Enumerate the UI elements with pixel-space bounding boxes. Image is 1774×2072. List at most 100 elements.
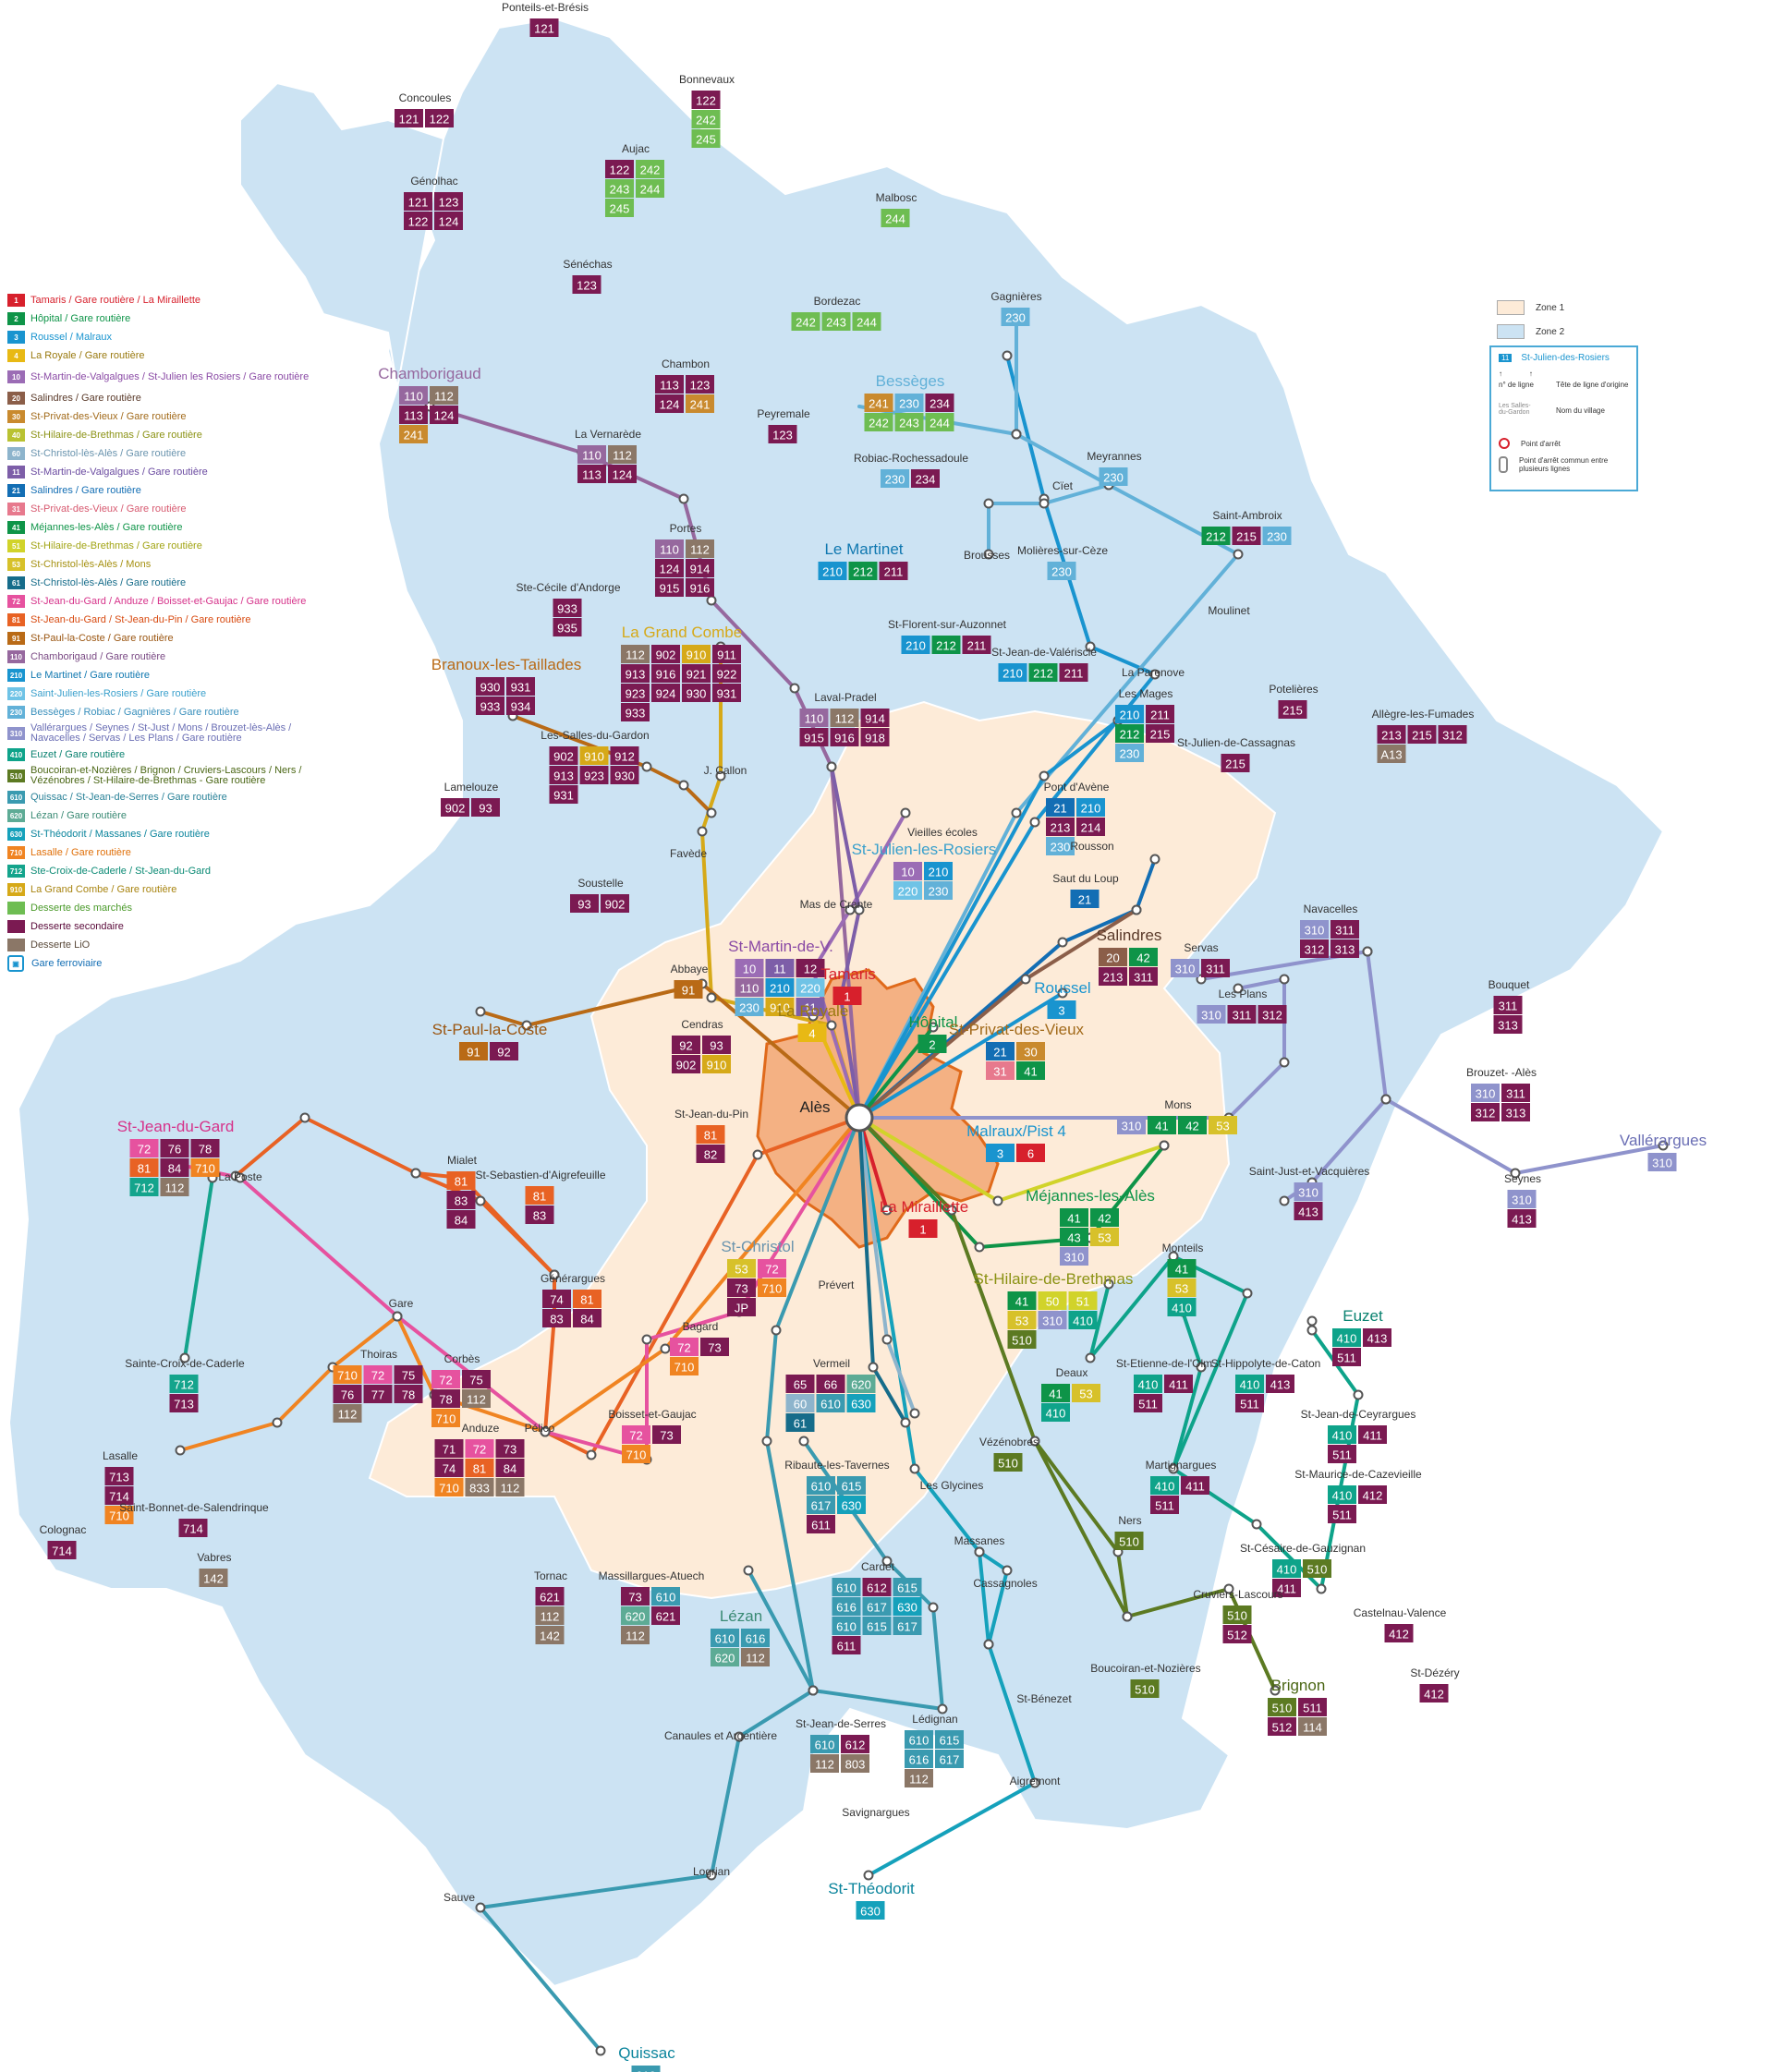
line-badge[interactable] [573,1290,601,1308]
line-badge[interactable] [1041,1384,1070,1402]
line-badge[interactable] [735,959,764,977]
line-badge[interactable] [535,1587,565,1605]
line-badge[interactable] [1046,818,1075,836]
line-badge[interactable] [925,394,954,412]
line-badge[interactable] [190,1158,220,1177]
line-badge[interactable] [682,684,711,702]
line-badge[interactable] [446,1191,476,1209]
line-badge[interactable] [506,697,535,715]
place-group[interactable]: St-Bénezet [1016,1692,1072,1705]
stop-point[interactable] [983,549,994,560]
line-badge[interactable] [686,559,714,577]
line-badge[interactable] [104,1486,134,1505]
line-badge[interactable] [860,709,890,727]
line-badge[interactable] [1007,1311,1037,1329]
line-badge[interactable] [1268,1698,1296,1716]
line-badge[interactable] [333,1385,362,1403]
line-badge[interactable] [712,645,741,663]
line-badge[interactable] [848,562,878,580]
line-badge[interactable] [636,160,664,178]
line-badge[interactable] [986,1144,1015,1162]
line-badge[interactable] [572,275,601,294]
stop-point[interactable] [1149,854,1160,865]
line-badge[interactable] [655,539,684,558]
line-badge[interactable] [810,1735,839,1753]
line-badge[interactable] [363,1365,393,1384]
stop-point[interactable] [1242,1288,1253,1299]
stop-point[interactable] [1168,1463,1179,1474]
line-badge[interactable] [1303,1559,1331,1578]
line-badge[interactable] [1221,754,1250,772]
line-badge[interactable] [431,1409,460,1427]
line-badge[interactable] [495,1459,525,1477]
line-badge[interactable] [434,1478,464,1496]
line-badge[interactable] [104,1506,134,1524]
line-badge[interactable] [621,703,650,721]
line-badge[interactable] [841,1754,869,1773]
line-badge[interactable] [702,1036,731,1054]
line-badge[interactable] [434,1439,464,1458]
line-badge[interactable] [727,1298,756,1316]
stop-point[interactable] [1039,770,1050,782]
line-badge[interactable] [785,1375,815,1393]
line-badge[interactable] [495,1439,525,1458]
stop-point[interactable] [641,761,652,772]
line-badge[interactable] [998,663,1027,682]
stop-point[interactable] [678,780,689,791]
line-badge[interactable] [1129,967,1158,986]
line-badge[interactable] [816,1375,845,1393]
line-badge[interactable] [816,1394,845,1412]
line-badge[interactable] [1060,1208,1088,1227]
line-badge[interactable] [1507,1209,1537,1228]
line-badge[interactable] [1268,1717,1296,1736]
line-badge[interactable] [160,1178,189,1196]
line-badge[interactable] [1493,996,1523,1014]
line-badge[interactable] [446,1210,476,1229]
line-badge[interactable] [893,1617,922,1635]
line-badge[interactable] [1041,1403,1070,1422]
stop-point[interactable] [881,1205,893,1216]
stop-point[interactable] [1279,1195,1290,1206]
stop-point[interactable] [771,1325,782,1336]
line-badge[interactable] [799,728,829,746]
line-badge[interactable] [1330,920,1359,939]
line-badge[interactable] [901,636,930,654]
line-badge[interactable] [622,1425,650,1444]
line-badge[interactable] [832,1617,861,1635]
line-badge[interactable] [837,1496,866,1514]
line-badge[interactable] [160,1139,189,1157]
stop-point[interactable] [900,807,911,818]
line-badge[interactable] [495,1478,525,1496]
line-badge[interactable] [1227,1005,1257,1024]
line-badge[interactable] [1377,745,1406,763]
line-badge[interactable] [682,645,711,663]
line-badge[interactable] [631,2066,661,2072]
line-badge[interactable] [621,684,650,702]
line-badge[interactable] [1099,948,1127,966]
line-badge[interactable] [1294,1182,1323,1201]
line-badge[interactable] [1330,939,1359,958]
stop-point[interactable] [881,1556,893,1567]
line-badge[interactable] [881,469,909,488]
stop-point[interactable] [881,1334,893,1345]
line-badge[interactable] [1332,1348,1361,1366]
line-badge[interactable] [1016,1042,1045,1060]
line-badge[interactable] [924,881,953,900]
